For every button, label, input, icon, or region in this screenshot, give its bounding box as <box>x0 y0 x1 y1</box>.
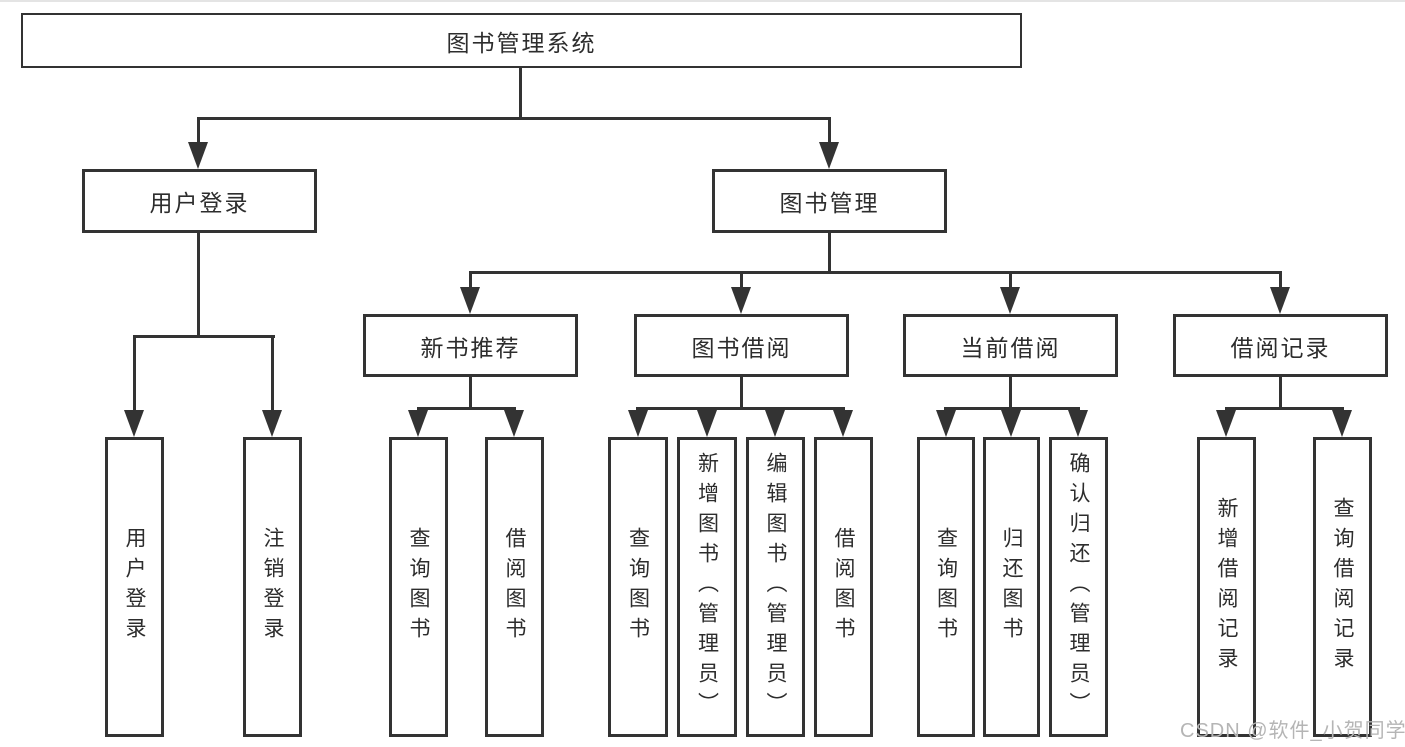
arrow-down-icon <box>188 142 208 169</box>
arrow-down-icon <box>262 410 282 437</box>
arrow-down-icon <box>628 410 648 437</box>
node-query-borrow-record: 查询借阅记录 <box>1313 437 1372 737</box>
node-book-borrowing: 图书借阅 <box>634 314 849 377</box>
connector-stem <box>271 338 274 411</box>
arrow-down-icon <box>1068 410 1088 437</box>
arrow-down-icon <box>1001 410 1021 437</box>
node-new-book-recommendation: 新书推荐 <box>363 314 578 377</box>
connector-stem <box>740 274 743 288</box>
connector-stem <box>1279 274 1282 288</box>
node-root-label: 图书管理系统 <box>446 29 597 56</box>
node-query-books-recommend-label: 查询图书 <box>407 527 430 647</box>
arrow-down-icon <box>1270 287 1290 314</box>
arrow-down-icon <box>460 287 480 314</box>
connector-bus <box>944 407 1080 410</box>
node-edit-book-admin-label: 编辑图书（管理员） <box>764 452 787 722</box>
connector-book-mgmt-bus <box>469 271 1282 274</box>
arrow-down-icon <box>833 410 853 437</box>
node-borrow-books-recommend-label: 借阅图书 <box>503 527 526 647</box>
node-query-books-borrowing: 查询图书 <box>608 437 668 737</box>
arrow-down-icon <box>504 410 524 437</box>
node-logout: 注销登录 <box>243 437 302 737</box>
connector-stem <box>1009 274 1012 288</box>
node-edit-book-admin: 编辑图书（管理员） <box>746 437 805 737</box>
connector-stem <box>469 377 472 410</box>
node-query-books-current-label: 查询图书 <box>934 527 958 647</box>
node-query-books-recommend: 查询图书 <box>389 437 448 737</box>
connector-user-login-bus <box>133 335 275 338</box>
node-borrow-books-recommend: 借阅图书 <box>485 437 544 737</box>
node-logout-label: 注销登录 <box>261 527 284 647</box>
node-add-borrow-record-label: 新增借阅记录 <box>1215 497 1238 677</box>
connector-stem <box>1009 377 1012 410</box>
node-user-login: 用户登录 <box>105 437 164 737</box>
connector-book-mgmt-stem <box>828 233 831 274</box>
arrow-down-icon <box>124 410 144 437</box>
arrow-down-icon <box>1216 410 1236 437</box>
node-user-login-label: 用户登录 <box>123 527 146 647</box>
arrow-down-icon <box>1000 287 1020 314</box>
arrow-down-icon <box>1332 410 1352 437</box>
node-root: 图书管理系统 <box>21 13 1022 68</box>
arrow-down-icon <box>819 142 839 169</box>
node-book-borrowing-label: 图书借阅 <box>691 334 792 361</box>
node-confirm-return-admin: 确认归还（管理员） <box>1049 437 1108 737</box>
connector-root-stem <box>519 68 522 119</box>
connector-stem <box>1279 377 1282 410</box>
node-book-management-branch: 图书管理 <box>712 169 947 233</box>
connector-stem <box>828 120 831 144</box>
arrow-down-icon <box>936 410 956 437</box>
node-add-book-admin: 新增图书（管理员） <box>677 437 737 737</box>
page-top-divider <box>0 0 1405 2</box>
node-current-borrowing: 当前借阅 <box>903 314 1118 377</box>
arrow-down-icon <box>731 287 751 314</box>
node-borrowing-records: 借阅记录 <box>1173 314 1388 377</box>
watermark: CSDN @软件_小贺同学 <box>1180 720 1405 742</box>
arrow-down-icon <box>697 410 717 437</box>
connector-stem <box>740 377 743 410</box>
node-user-login-branch-label: 用户登录 <box>149 190 250 216</box>
connector-bus <box>417 407 516 410</box>
node-return-books: 归还图书 <box>983 437 1040 737</box>
node-query-books-borrowing-label: 查询图书 <box>626 527 650 647</box>
connector-bus <box>1225 407 1344 410</box>
connector-stem <box>197 120 200 144</box>
node-query-books-current: 查询图书 <box>917 437 975 737</box>
node-borrow-books-borrowing: 借阅图书 <box>814 437 873 737</box>
node-add-borrow-record: 新增借阅记录 <box>1197 437 1256 737</box>
node-return-books-label: 归还图书 <box>1000 527 1023 647</box>
node-query-borrow-record-label: 查询借阅记录 <box>1331 497 1354 677</box>
node-add-book-admin-label: 新增图书（管理员） <box>695 452 719 722</box>
node-user-login-branch: 用户登录 <box>82 169 317 233</box>
arrow-down-icon <box>765 410 785 437</box>
node-borrow-books-borrowing-label: 借阅图书 <box>832 527 855 647</box>
node-current-borrowing-label: 当前借阅 <box>960 334 1061 361</box>
node-confirm-return-admin-label: 确认归还（管理员） <box>1067 452 1090 722</box>
node-new-book-recommendation-label: 新书推荐 <box>420 334 521 361</box>
connector-bus <box>636 407 845 410</box>
arrow-down-icon <box>408 410 428 437</box>
connector-stem <box>469 274 472 288</box>
connector-user-login-stem <box>197 233 200 338</box>
connector-stem <box>133 338 136 411</box>
node-book-management-branch-label: 图书管理 <box>779 190 880 216</box>
node-borrowing-records-label: 借阅记录 <box>1230 334 1331 361</box>
connector-root-bus <box>197 117 831 120</box>
